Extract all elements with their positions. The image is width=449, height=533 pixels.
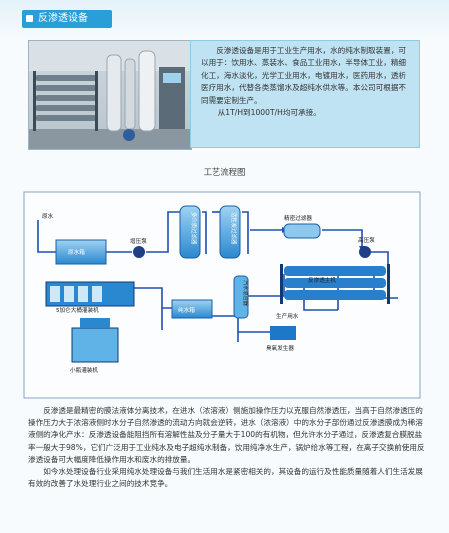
label-production: 生产用水 — [276, 312, 299, 320]
multi-media-filter — [179, 205, 201, 259]
precision-filter — [283, 223, 321, 239]
section-title: 反渗透设备 — [22, 10, 112, 28]
high-pressure-pump — [359, 246, 371, 258]
label-ro-host: 反渗透主机 — [308, 276, 336, 284]
label-carbon-filter: 活性炭过滤器 — [230, 212, 238, 245]
raw-water-tank — [55, 239, 107, 265]
description-section: 反渗透是最精密的膜法液体分离技术，在进水（浓溶液）侧施加操作压力以克服自然渗透压… — [28, 405, 428, 490]
intro-box: 反渗透设备是用于工业生产用水，水的纯水制取装置，可以用于：饮用水、蒸装水、食品工… — [190, 40, 420, 148]
label-filling: 5加仑大桶灌装机 — [56, 306, 99, 314]
pure-water-tank — [171, 299, 213, 319]
booster-pump — [133, 246, 145, 258]
label-ozone-mixer: 汽水混合器 — [242, 280, 250, 307]
label-high-pump: 高压泵 — [358, 236, 375, 244]
small-bottle-filling-machine — [71, 318, 119, 363]
equipment-photo — [28, 40, 192, 150]
label-raw-tank: 原水箱 — [68, 248, 85, 256]
ozone-mixer — [233, 275, 249, 319]
description-paragraph-2: 如今水处理设备行业采用纯水处理设备与我们生活用水是紧密相关的，其设备的运行及性能… — [28, 467, 423, 489]
intro-paragraph: 反渗透设备是用于工业生产用水，水的纯水制取装置，可以用于：饮用水、蒸装水、食品工… — [201, 46, 407, 105]
flow-title: 工艺流程图 — [203, 167, 246, 177]
ozone-generator — [270, 326, 296, 340]
label-booster-pump: 增压泵 — [130, 237, 147, 245]
label-raw-water: 原水 — [42, 212, 54, 220]
description-paragraph-1: 反渗透是最精密的膜法液体分离技术，在进水（浓溶液）侧施加操作压力以克服自然渗透压… — [28, 406, 425, 464]
intro-capacity: 从1T/H到1000T/H均可承接。 — [217, 108, 321, 118]
process-flow-diagram: 原水 原水箱 增压泵 精密过滤器 高压泵 反渗透主机 纯水箱 5加仑大桶灌装机 … — [22, 190, 422, 400]
label-precision-filter: 精密过滤器 — [284, 214, 312, 222]
bucket-filling-machine — [45, 281, 135, 307]
label-pure-tank: 纯水箱 — [178, 306, 195, 314]
label-small-filling: 小瓶灌装机 — [70, 366, 98, 374]
label-multi-filter: 多介质过滤器 — [190, 212, 198, 245]
ro-host-unit — [280, 264, 390, 304]
carbon-filter — [219, 205, 241, 259]
label-ozone: 臭氧发生器 — [266, 344, 294, 352]
